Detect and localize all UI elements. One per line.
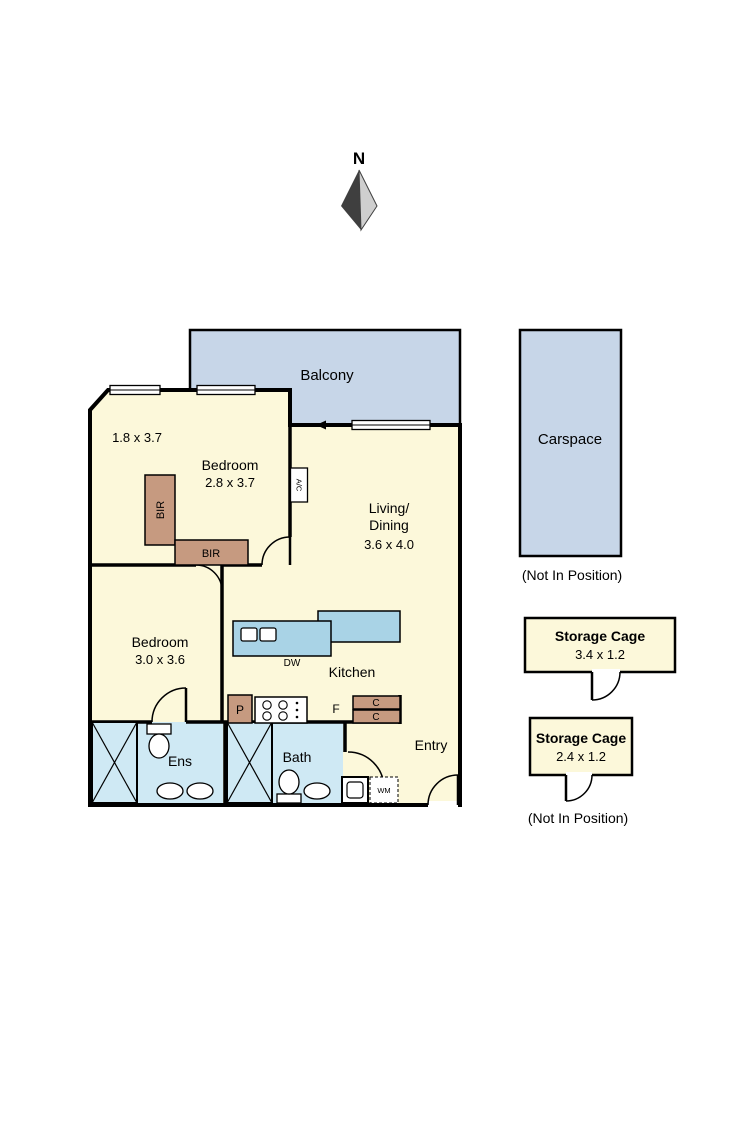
storage-cage-2-door-arc — [565, 774, 593, 802]
ensuite-basin-right — [186, 782, 214, 800]
ensuite-basin-left — [156, 782, 184, 800]
laundry-trough — [341, 776, 369, 804]
living-dims: 3.6 x 4.0 — [364, 537, 414, 552]
cupboard-lower-label: C — [372, 712, 379, 723]
entry-door-arc — [427, 774, 459, 806]
storage-cage-1-title: Storage Cage — [555, 628, 645, 644]
entry-door-gap — [428, 801, 458, 809]
dishwasher-label: DW — [284, 658, 301, 669]
fridge-label: F — [332, 702, 339, 716]
bedroom1-window-left — [109, 384, 161, 396]
bedroom1-window-right — [196, 384, 256, 396]
balcony-label: Balcony — [300, 367, 354, 384]
bedroom1-door-arc — [261, 536, 291, 566]
bath-basin — [303, 782, 331, 800]
bath-toilet — [276, 769, 302, 804]
bedroom1-name: Bedroom — [202, 457, 259, 473]
storage-cage-1-door-arc — [591, 671, 621, 701]
entry-label: Entry — [415, 737, 448, 753]
bedroom2-name: Bedroom — [132, 634, 189, 650]
cupboard-lower — [352, 709, 401, 724]
robe-vertical-label: BIR — [155, 501, 167, 519]
nook-dims: 1.8 x 3.7 — [112, 430, 162, 445]
north-label: N — [353, 149, 365, 168]
carspace-note: (Not In Position) — [522, 567, 622, 583]
ensuite-label: Ens — [168, 753, 192, 769]
ac-unit: A/C — [289, 467, 309, 503]
pantry-label: P — [236, 703, 244, 717]
storage-cage-2 — [528, 716, 634, 802]
slider-arrow-head — [316, 420, 326, 430]
cupboard-upper — [352, 695, 401, 710]
ac-unit-label: A/C — [295, 479, 304, 492]
bedroom2-dims: 3.0 x 3.6 — [135, 652, 185, 667]
north-compass: N — [341, 149, 378, 232]
storage-cage-1-door-gap — [592, 669, 620, 675]
storage-cage-1-dims: 3.4 x 1.2 — [575, 647, 625, 662]
bedroom1-dims: 2.8 x 3.7 — [205, 475, 255, 490]
labels: Balcony Carspace (Not In Position) 1.8 x… — [112, 367, 645, 826]
compass-needle-light — [358, 169, 378, 232]
storage-note: (Not In Position) — [528, 810, 628, 826]
ensuite-toilet — [146, 723, 172, 759]
washing-machine-label: WM — [377, 786, 390, 795]
washing-machine: WM — [369, 776, 399, 804]
ensuite-shower — [91, 721, 138, 804]
ensuite-door-arc — [151, 687, 187, 723]
robe-horizontal — [174, 539, 249, 566]
compass-needle-dark — [341, 170, 361, 230]
robe-horizontal-label: BIR — [202, 548, 220, 560]
robe-vertical — [144, 474, 176, 546]
storage-cage-1 — [523, 616, 677, 701]
storage-cage-2-door-gap — [566, 772, 592, 778]
balcony-sliding-door — [316, 419, 431, 431]
storage-cage-2-dims: 2.4 x 1.2 — [556, 749, 606, 764]
cupboard-upper-label: C — [372, 698, 379, 709]
carspace-label: Carspace — [538, 431, 602, 448]
living-label-line2: Dining — [369, 517, 409, 533]
pantry-cabinet — [227, 694, 253, 724]
kitchen-sink — [240, 627, 277, 642]
bath-shower — [226, 721, 273, 804]
bath-label: Bath — [283, 749, 312, 765]
kitchen-label: Kitchen — [329, 664, 376, 680]
carspace-area — [518, 328, 623, 558]
living-label-line1: Living/ — [369, 500, 410, 516]
storage-cage-2-title: Storage Cage — [536, 730, 626, 746]
cooktop — [254, 696, 308, 724]
